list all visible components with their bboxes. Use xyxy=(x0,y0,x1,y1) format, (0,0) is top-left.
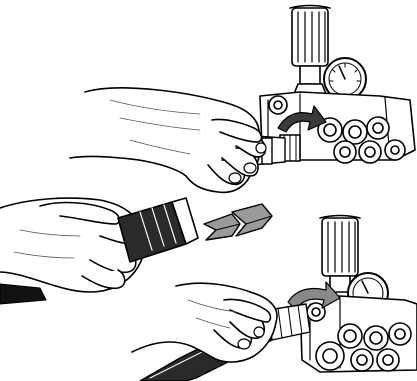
pump-assembly-bottom xyxy=(299,214,417,373)
top-panel xyxy=(69,4,416,194)
hose-end-left xyxy=(0,283,47,305)
hand-top xyxy=(69,87,267,194)
hand-bottom xyxy=(131,282,278,363)
knob-ribs-top xyxy=(297,11,326,63)
rotation-arrow-top xyxy=(277,105,327,133)
manifold-fittings-top xyxy=(268,95,406,164)
hand-middle xyxy=(0,197,146,293)
rotation-arrow-bottom xyxy=(287,281,341,311)
hose-fitting-middle xyxy=(117,197,199,263)
insert-arrow-middle xyxy=(203,203,273,241)
middle-panel xyxy=(0,197,273,293)
pump-assembly-top xyxy=(259,4,416,164)
bottom-panel xyxy=(131,214,417,381)
manifold-fittings-bottom xyxy=(306,302,412,372)
